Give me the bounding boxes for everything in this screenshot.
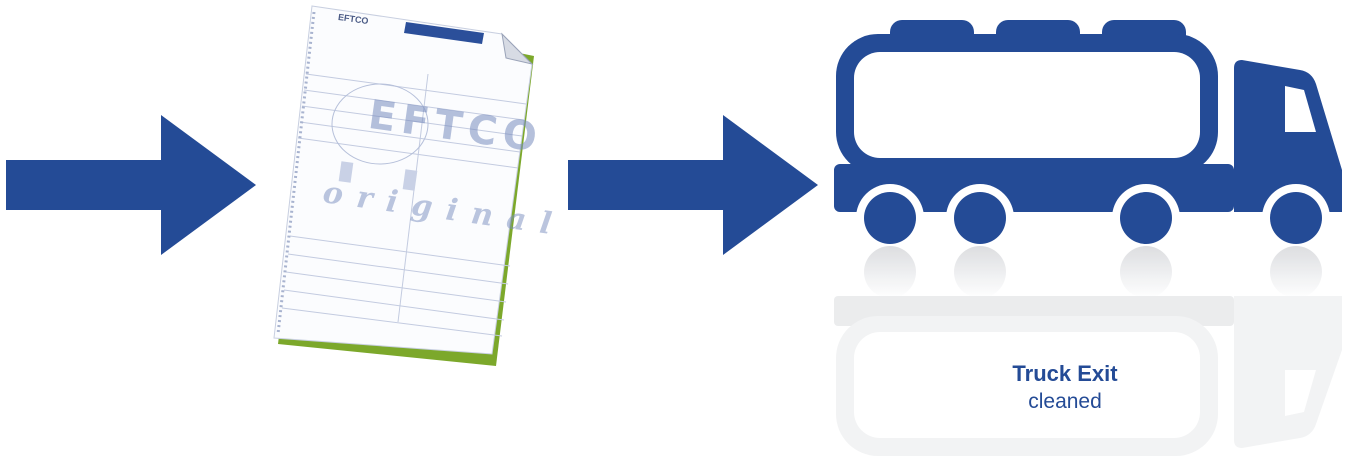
arrow-right-icon (6, 115, 256, 255)
document-icon: EFTCO EFTCO original (270, 4, 540, 366)
truck-exit-caption: Truck Exit cleaned (960, 360, 1170, 416)
arrow-right-icon (568, 115, 818, 255)
caption-subtitle: cleaned (960, 388, 1170, 416)
caption-title: Truck Exit (960, 360, 1170, 388)
